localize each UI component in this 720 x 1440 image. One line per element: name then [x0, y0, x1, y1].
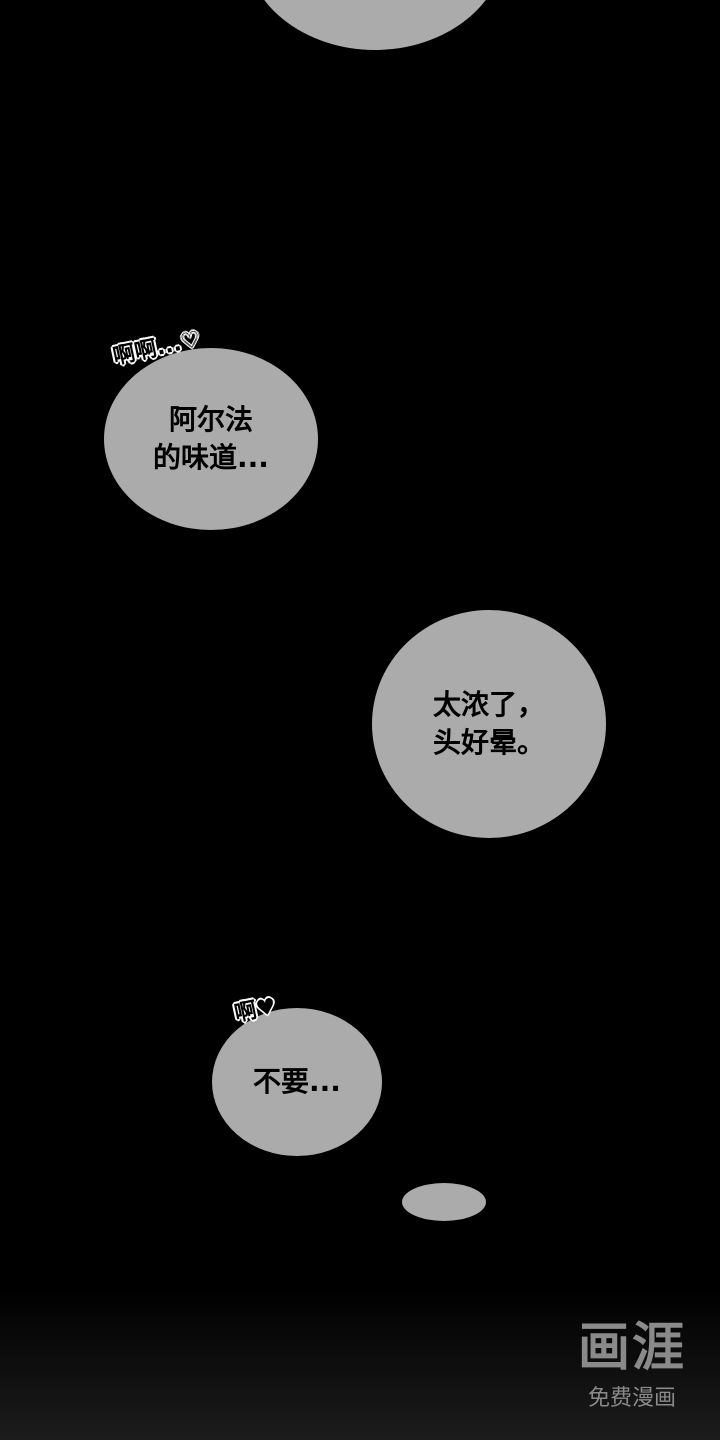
bubble-text: 阿尔法 的味道...: [153, 403, 269, 474]
speech-bubble-small: [402, 1183, 486, 1221]
bubble-text: 太浓了， 头好晕。: [432, 688, 545, 759]
watermark: 画涯 免费漫画: [578, 1322, 686, 1412]
bubble-text: 不要...: [253, 1065, 341, 1099]
speech-bubble-top-partial: [245, 0, 505, 50]
speech-bubble-3: 不要...: [212, 1008, 382, 1156]
bottom-gradient: [0, 1290, 720, 1440]
speech-bubble-2: 太浓了， 头好晕。: [372, 610, 606, 838]
speech-bubble-1: 阿尔法 的味道...: [104, 348, 318, 530]
watermark-subtitle: 免费漫画: [587, 1386, 676, 1411]
watermark-logo: 画涯: [577, 1318, 686, 1378]
